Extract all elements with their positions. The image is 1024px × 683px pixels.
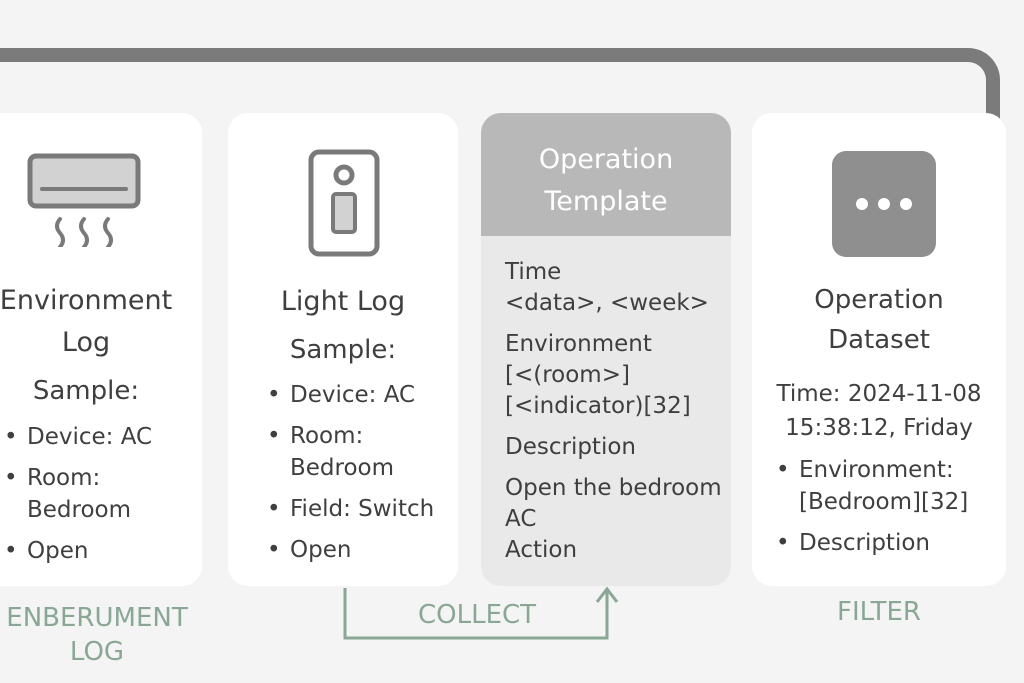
list-item: Field: Switch [263, 493, 434, 525]
pipeline-frame [0, 48, 1000, 128]
list-item-text: Open [290, 537, 352, 563]
air-conditioner-icon [27, 153, 141, 247]
list-item: Open [263, 534, 434, 566]
sample-label: Sample: [32, 376, 140, 406]
operation-template-card: Operation Template Time <data>, <week> E… [481, 113, 731, 586]
light-switch-icon [308, 149, 380, 257]
title-line-2: Log [61, 327, 111, 358]
list-item-text: Description [799, 530, 930, 556]
time-value: <data>, <week> [505, 290, 709, 316]
list-item-text: Room: Bedroom [290, 423, 395, 481]
environment-room: [<(room>] [505, 362, 630, 388]
time-line-2: 15:38:12, Friday [785, 415, 973, 441]
step-label-filter: FILTER [837, 597, 921, 627]
title-line-1: Operation [814, 285, 944, 315]
list-item: Room: Bedroom [0, 462, 152, 526]
list-item-text: Room: Bedroom [27, 465, 132, 523]
title-line-1: Environment [0, 285, 173, 316]
template-body: Time <data>, <week> Environment [<(room>… [505, 257, 723, 566]
list-item: Description [772, 527, 968, 559]
list-item: Open [0, 535, 152, 567]
dataset-time: Time: 2024-11-08 15:38:12, Friday [752, 377, 1006, 445]
list-item-text: Device: AC [27, 424, 153, 450]
template-header: Operation Template [481, 113, 731, 236]
more-dots-icon [832, 151, 936, 257]
collect-arrow-icon [343, 586, 619, 640]
action-label: Action [505, 537, 578, 563]
step-line-2: LOG [69, 637, 125, 667]
list-item: Room: Bedroom [263, 420, 434, 484]
environment-indicator: [<indicator)[32] [505, 393, 691, 419]
time-line-1: Time: 2024-11-08 [776, 381, 982, 407]
list-item-text: Environment: [Bedroom][32] [799, 457, 969, 515]
header-line-1: Operation [538, 144, 674, 175]
environment-label: Environment [505, 331, 652, 357]
sample-list: Device: AC Room: Bedroom Open [0, 421, 152, 576]
operation-dataset-card: Operation Dataset Time: 2024-11-08 15:38… [752, 113, 1006, 586]
title-line-2: Dataset [828, 325, 930, 355]
list-item: Device: AC [0, 421, 152, 453]
list-item-text: Open [27, 538, 89, 564]
sample-list: Device: AC Room: Bedroom Field: Switch O… [263, 379, 434, 575]
sample-label: Sample: [289, 335, 397, 365]
step-label-collect: COLLECT [418, 600, 537, 630]
step-label-environment-log: ENBERUMENT LOG [0, 601, 202, 669]
light-log-card: Light Log Sample: Device: AC Room: Bedro… [228, 113, 458, 586]
light-log-title: Light Log [280, 286, 406, 317]
header-line-2: Template [544, 186, 668, 217]
list-item-text: Device: AC [290, 382, 416, 408]
environment-log-title: Environment Log [0, 280, 202, 364]
step-line-1: ENBERUMENT [6, 603, 188, 633]
time-label: Time [505, 259, 562, 285]
environment-log-card: Environment Log Sample: Device: AC Room:… [0, 113, 202, 586]
description-label: Description [505, 434, 636, 460]
operation-dataset-title: Operation Dataset [752, 280, 1006, 360]
description-value: Open the bedroom AC [505, 475, 722, 532]
list-item: Environment: [Bedroom][32] [772, 454, 968, 518]
dataset-list: Environment: [Bedroom][32] Description [772, 454, 968, 568]
list-item: Device: AC [263, 379, 434, 411]
list-item-text: Field: Switch [290, 496, 435, 522]
